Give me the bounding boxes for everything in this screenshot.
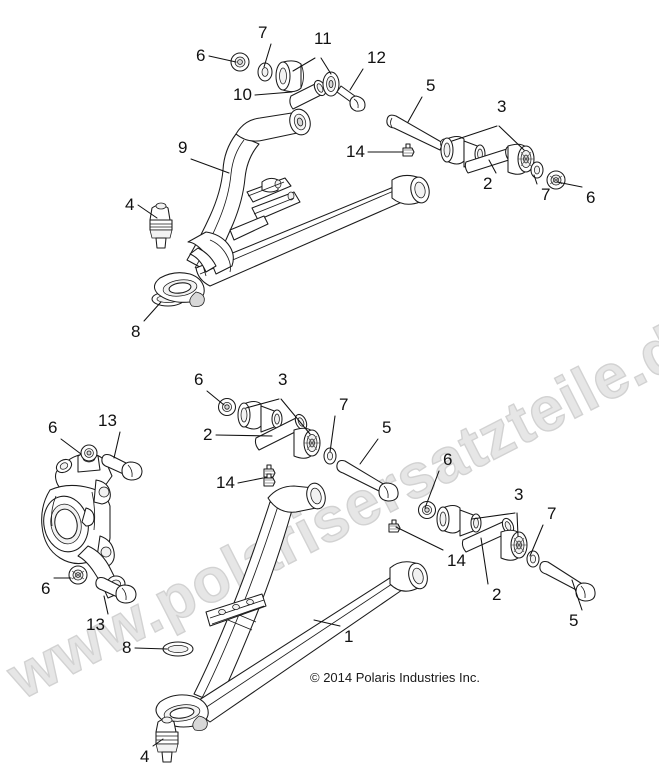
callout-3: 3 xyxy=(278,370,287,389)
part-bushing-3-top-b xyxy=(507,143,535,175)
part-flange-nut-6-right xyxy=(417,500,437,520)
right-lower-hardware-group xyxy=(417,500,596,602)
leader-line xyxy=(237,477,264,484)
part-bolt-5-right xyxy=(539,560,596,602)
part-grease-fitting-14-top xyxy=(402,143,415,157)
leader-line xyxy=(60,438,82,455)
part-bushing-3-right-b xyxy=(500,529,528,561)
part-bolt-12 xyxy=(336,85,366,112)
part-bushing-3-right-a xyxy=(436,504,482,537)
leader-line xyxy=(349,68,364,91)
leader-line xyxy=(215,434,273,437)
callout-2: 2 xyxy=(492,585,501,604)
copyright-notice: © 2014 Polaris Industries Inc. xyxy=(310,670,480,685)
leader-line xyxy=(134,647,168,650)
callout-13: 13 xyxy=(86,615,105,634)
callout-6: 6 xyxy=(194,370,203,389)
leader-line xyxy=(488,159,497,174)
callout-10: 10 xyxy=(233,85,252,104)
part-bolt-13-top xyxy=(101,453,143,481)
part-ball-joint-4-bottom xyxy=(155,716,179,763)
callout-9: 9 xyxy=(178,138,187,157)
callout-14: 14 xyxy=(346,142,365,161)
callout-12: 12 xyxy=(367,48,386,67)
leader-line xyxy=(571,579,583,611)
knuckle-hardware-group xyxy=(68,444,143,604)
middle-hardware-group xyxy=(217,397,399,502)
callout-7: 7 xyxy=(339,395,348,414)
leader-line xyxy=(529,524,544,557)
callout-6: 6 xyxy=(586,188,595,207)
part-bolt-5-mid xyxy=(336,459,399,502)
part-lower-control-arm-1 xyxy=(155,482,428,731)
part-flange-nut-top xyxy=(230,52,250,72)
leader-line xyxy=(359,438,379,465)
callout-6: 6 xyxy=(196,46,205,65)
callout-1: 1 xyxy=(344,627,353,646)
callout-3: 3 xyxy=(497,97,506,116)
callout-8: 8 xyxy=(131,322,140,341)
leader-line xyxy=(143,301,162,322)
callout-11: 11 xyxy=(314,29,332,48)
leader-line xyxy=(190,158,230,174)
callout-5: 5 xyxy=(426,76,435,95)
part-grease-fitting-14-lower-right xyxy=(388,519,401,533)
callout-2: 2 xyxy=(203,425,212,444)
callout-13: 13 xyxy=(98,411,117,430)
leader-line xyxy=(254,91,293,96)
part-bushing-3-mid-b xyxy=(293,427,321,459)
part-upper-control-arm-9 xyxy=(153,108,430,307)
leader-line xyxy=(206,390,225,406)
leader-line xyxy=(395,526,444,551)
part-flange-nut-6-mid xyxy=(217,397,237,417)
part-flange-nut-6-knuckle-bot xyxy=(68,565,88,585)
callout-2: 2 xyxy=(483,174,492,193)
callout-leaders xyxy=(53,43,583,747)
leader-line xyxy=(480,537,489,585)
callout-6: 6 xyxy=(443,450,452,469)
part-bolt-13-bot xyxy=(95,576,137,604)
leader-line xyxy=(103,595,109,615)
callout-6: 6 xyxy=(48,418,57,437)
callout-5: 5 xyxy=(569,611,578,630)
part-washer-7-top xyxy=(530,161,544,179)
leader-line xyxy=(113,431,121,459)
callout-7: 7 xyxy=(547,504,556,523)
part-flange-nut-6-top xyxy=(546,170,566,190)
leader-line xyxy=(424,470,440,509)
part-flange-nut-6-knuckle-top xyxy=(80,444,98,462)
leader-line xyxy=(137,204,158,219)
callout-8: 8 xyxy=(122,638,131,657)
callout-14: 14 xyxy=(447,551,466,570)
callout-3: 3 xyxy=(514,485,523,504)
part-steering-knuckle xyxy=(41,452,126,599)
leader-line xyxy=(329,415,336,453)
callout-7: 7 xyxy=(258,23,267,42)
part-washer-7-mid xyxy=(323,447,337,465)
leader-line xyxy=(263,43,272,68)
leader-line xyxy=(556,181,583,188)
callout-5: 5 xyxy=(382,418,391,437)
part-bushing-11b xyxy=(322,71,340,97)
callout-4: 4 xyxy=(125,195,134,214)
leader-line xyxy=(152,738,164,747)
leader-branches xyxy=(245,57,525,537)
leader-line xyxy=(533,174,538,185)
leader-line xyxy=(313,619,341,627)
leader-line xyxy=(407,96,423,123)
part-grease-fitting-14-lower-left xyxy=(263,473,276,487)
part-ball-joint-4-top xyxy=(149,202,173,249)
callout-4: 4 xyxy=(140,747,149,766)
callout-14: 14 xyxy=(216,473,235,492)
callout-7: 7 xyxy=(541,185,550,204)
callout-6: 6 xyxy=(41,579,50,598)
leader-line xyxy=(208,55,237,63)
part-bushing-3-mid-a xyxy=(237,400,283,433)
